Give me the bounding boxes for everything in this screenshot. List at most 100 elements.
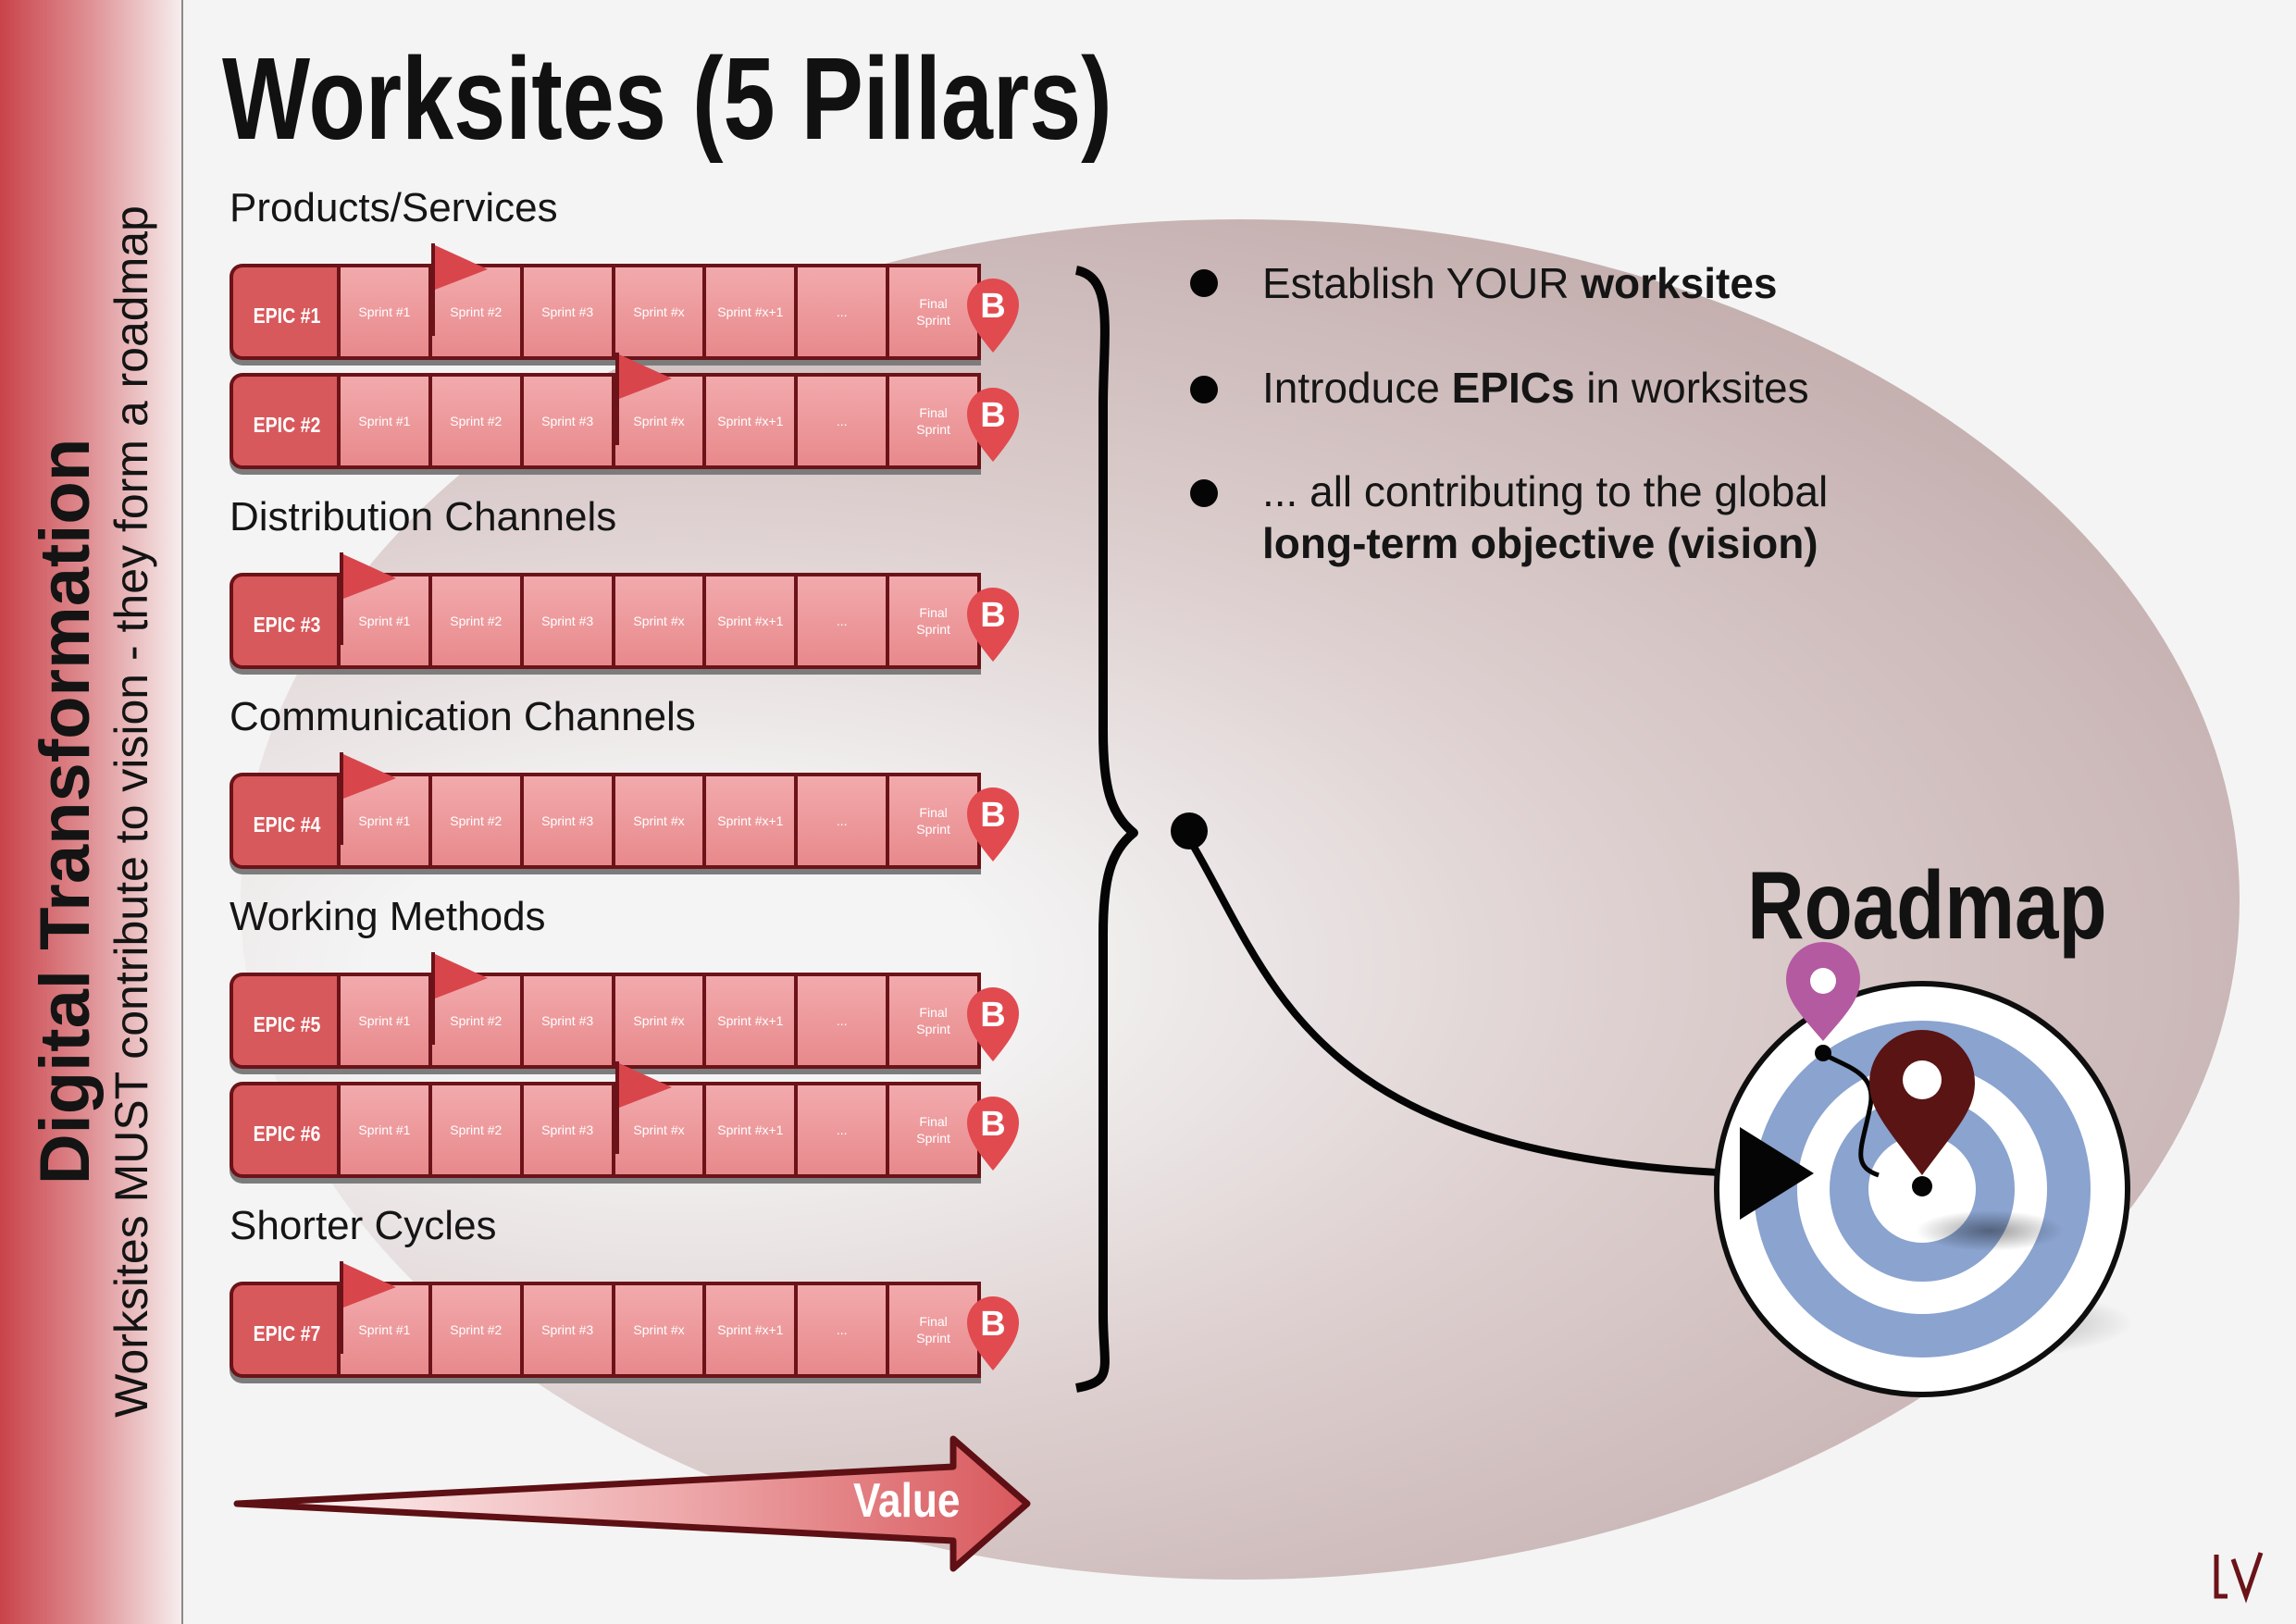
epic-label: EPIC #4 [253, 812, 321, 837]
svg-text:B: B [980, 1305, 1005, 1344]
bullet-dot-1 [1190, 269, 1218, 297]
epic-box: EPIC #3 [230, 573, 337, 669]
epic-label: EPIC #7 [253, 1321, 321, 1345]
sprint-cell: Sprint #3 [523, 576, 615, 665]
waypoint-pin-icon [1786, 942, 1860, 1061]
sprint-cell: Sprint #x+1 [706, 976, 799, 1065]
category-label-distribution: Distribution Channels [230, 494, 617, 539]
epic-box: EPIC #1 [230, 264, 337, 360]
map-pin-icon: B [967, 1097, 1019, 1171]
flag-icon [340, 1261, 396, 1354]
epic-label: EPIC #2 [253, 413, 321, 437]
flag-icon [431, 952, 489, 1045]
connector-curve [1190, 844, 1741, 1177]
map-pin-icon: B [967, 1296, 1019, 1370]
flag-icon [615, 1061, 673, 1154]
sprint-cell: Sprint #1 [341, 267, 432, 356]
epic-label: EPIC #1 [253, 304, 321, 328]
epic-box: EPIC #5 [230, 973, 337, 1069]
roadmap-label: Roadmap [1747, 852, 2107, 960]
bullet-1-bold: worksites [1581, 259, 1778, 307]
sprint-cell: Sprint #x [614, 776, 707, 865]
sprint-cell: Sprint #3 [523, 267, 615, 356]
value-label: Value [853, 1474, 961, 1528]
epic-box: EPIC #2 [230, 373, 337, 469]
sprint-cell: Sprint #2 [431, 377, 524, 465]
sprint-cell: Sprint #1 [341, 377, 432, 465]
epic-box: EPIC #4 [230, 773, 337, 869]
sprint-cell: Sprint #3 [523, 1285, 615, 1374]
sprint-cell: ... [798, 976, 890, 1065]
sprint-cell: Sprint #x+1 [706, 1285, 799, 1374]
bullet-2-text: Introduce [1262, 364, 1452, 412]
sprint-cell: Sprint #3 [523, 976, 615, 1065]
epic-box: EPIC #6 [230, 1082, 337, 1178]
map-pin-icon: B [967, 987, 1019, 1061]
map-pin-icon: B [967, 279, 1019, 353]
category-label-communication: Communication Channels [230, 694, 696, 739]
flag-icon [340, 552, 396, 645]
svg-text:B: B [980, 396, 1005, 435]
sprint-cell: Sprint #x [614, 976, 707, 1065]
map-pin-icon: B [967, 588, 1019, 662]
svg-text:B: B [980, 596, 1005, 635]
category-label-shorter-cycles: Shorter Cycles [230, 1203, 497, 1248]
epic-box: EPIC #7 [230, 1282, 337, 1378]
sprint-cell: Sprint #1 [341, 976, 432, 1065]
sprint-cell: Sprint #1 [341, 1085, 432, 1174]
sprint-cell: Sprint #x+1 [706, 1085, 799, 1174]
bullet-2-after: in worksites [1574, 364, 1809, 412]
sprint-cell: Sprint #x+1 [706, 377, 799, 465]
roadmap-pin-icon [1869, 1030, 1975, 1196]
epic-label: EPIC #5 [253, 1012, 321, 1036]
sprint-cell: Sprint #x+1 [706, 776, 799, 865]
sprint-cell: Sprint #x+1 [706, 576, 799, 665]
logo-icon [2214, 1552, 2264, 1604]
page-title: Worksites (5 Pillars) [222, 33, 1112, 164]
sprint-cell: ... [798, 267, 890, 356]
value-arrow [233, 1435, 1031, 1572]
sprint-cell: ... [798, 377, 890, 465]
sprint-cell: Sprint #2 [431, 776, 524, 865]
target-arrowhead [1740, 1127, 1814, 1220]
bullet-3-text: ... all contributing to the global [1262, 467, 1829, 515]
sprint-cell: ... [798, 776, 890, 865]
category-label-products: Products/Services [230, 185, 558, 230]
bullet-1-text: Establish YOUR [1262, 259, 1582, 307]
epic-label: EPIC #3 [253, 613, 321, 637]
sprint-cell: Sprint #3 [523, 776, 615, 865]
bullet-dot-2 [1190, 376, 1218, 403]
sprint-cell: Sprint #3 [523, 1085, 615, 1174]
sprint-cell: Sprint #2 [431, 576, 524, 665]
connector-dot [1171, 812, 1208, 849]
route-line [1819, 1050, 1880, 1178]
svg-text:B: B [980, 996, 1005, 1035]
sprint-cell: Sprint #x+1 [706, 267, 799, 356]
sprint-cell: Sprint #2 [431, 1285, 524, 1374]
flag-icon [615, 353, 673, 445]
bullet-dot-3 [1190, 479, 1218, 507]
flag-icon [340, 752, 396, 845]
map-pin-icon: B [967, 388, 1019, 462]
bullet-3-bold: long-term objective (vision) [1262, 519, 1818, 567]
sidebar: Digital Transformation Worksites MUST co… [0, 0, 183, 1624]
bullet-item-2: Introduce EPICs in worksites [1262, 362, 1809, 414]
epic-label: EPIC #6 [253, 1122, 321, 1146]
bullet-item-1: Establish YOUR worksites [1262, 257, 1778, 309]
bullet-2-bold: EPICs [1451, 364, 1575, 412]
sprint-cell: Sprint #x [614, 267, 707, 356]
sprint-cell: Sprint #x [614, 576, 707, 665]
sprint-cell: ... [798, 1285, 890, 1374]
